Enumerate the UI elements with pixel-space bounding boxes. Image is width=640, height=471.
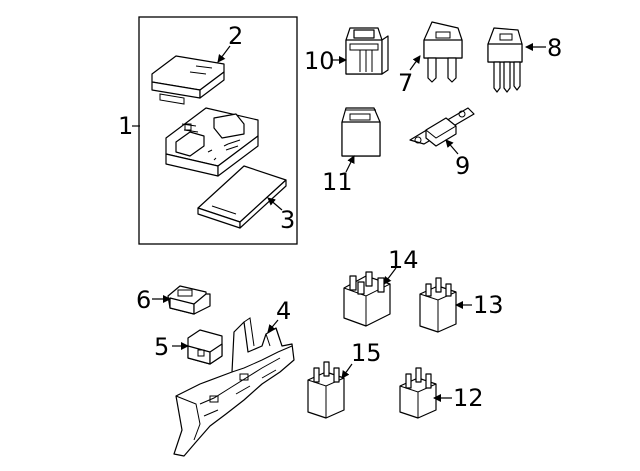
leader-3 [267,197,283,211]
callout-11: 11 [322,168,353,196]
callout-14: 14 [388,246,419,274]
callout-1: 1 [118,112,133,140]
part-3-lid[interactable] [197,165,287,229]
part-4-bracket[interactable] [173,317,295,457]
callout-6: 6 [136,286,151,314]
callout-13: 13 [473,291,504,319]
part-2-cover[interactable] [151,55,225,105]
leader-2 [217,45,231,63]
fuse-box-assembly-frame [138,16,298,245]
part-12-relay[interactable] [399,367,437,419]
leader-11 [345,155,355,173]
part-9-bolt-in-fuse[interactable] [409,107,475,147]
leader-14 [383,267,397,285]
leader-15 [341,363,353,379]
callout-5: 5 [154,333,169,361]
callout-2: 2 [228,22,243,50]
callout-12: 12 [453,384,484,412]
callout-9: 9 [455,152,470,180]
fuse-block-housing[interactable] [165,107,259,177]
callout-7: 7 [398,69,413,97]
part-5-relay[interactable] [187,329,223,365]
leader-7 [409,55,421,71]
part-6-connector[interactable] [167,285,211,315]
part-13-relay[interactable] [419,277,457,333]
part-11-cartridge-fuse[interactable] [341,107,381,157]
leader-4 [267,319,279,333]
callout-8: 8 [547,34,562,62]
callout-15: 15 [351,339,382,367]
part-8-blade-fuse[interactable] [487,27,523,93]
part-7-blade-fuse[interactable] [423,21,463,83]
callout-10: 10 [304,47,335,75]
part-14-relay[interactable] [343,271,391,327]
leader-lines [132,43,546,402]
part-10-maxi-fuse[interactable] [345,27,389,75]
callout-4: 4 [276,297,291,325]
leader-9 [445,139,459,155]
part-15-relay[interactable] [307,361,345,419]
callout-3: 3 [280,206,295,234]
